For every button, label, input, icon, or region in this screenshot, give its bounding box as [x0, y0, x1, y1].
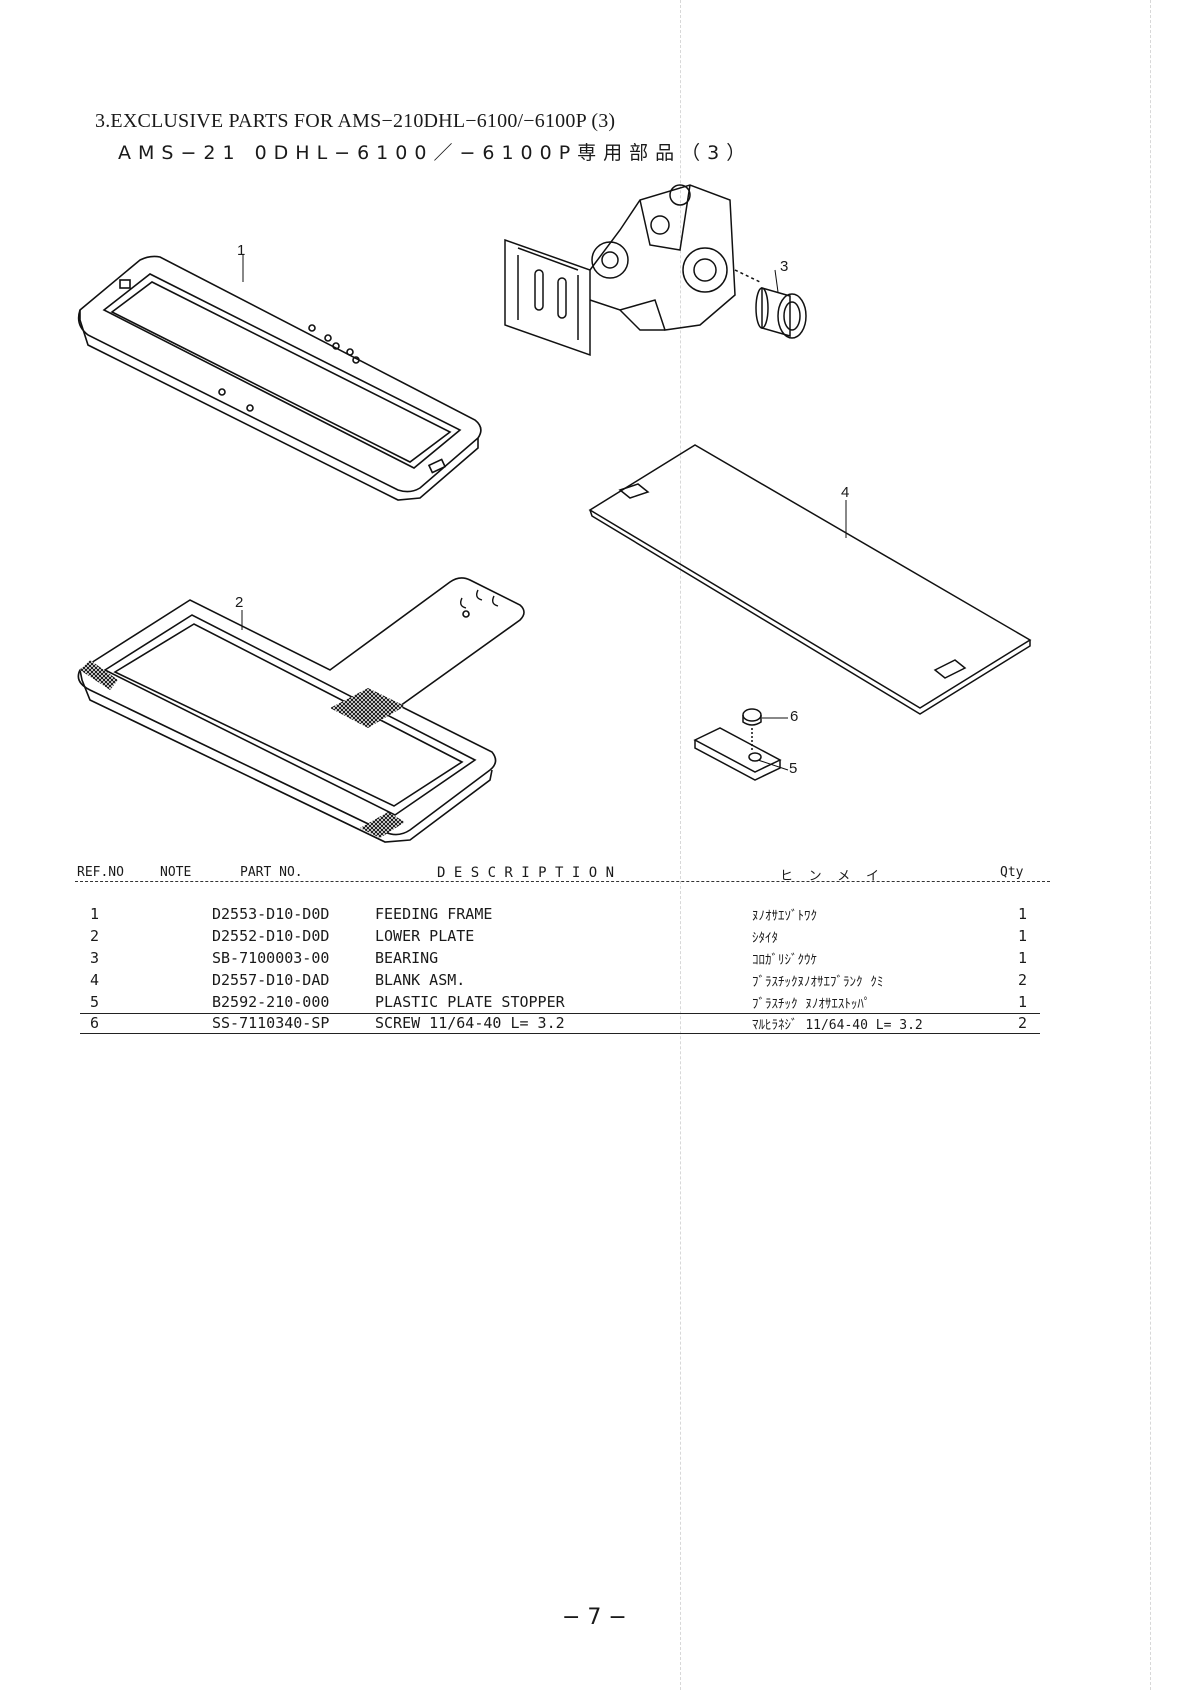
table-row-2-part: D2552-D10-D0D [212, 927, 330, 945]
table-row-4-part: D2557-D10-DAD [212, 971, 330, 989]
header-note: NOTE [160, 865, 192, 880]
table-row-3-description: BEARING [375, 949, 439, 967]
section-title-en: 3.EXCLUSIVE PARTS FOR AMS−210DHL−6100/−6… [95, 110, 616, 132]
blank-asm-drawing [588, 444, 1032, 715]
table-row-5-kana: ﾌﾞﾗｽﾁｯｸ ﾇﾉｵｻｴｽﾄｯﾊﾟ [752, 997, 871, 1012]
table-row-6-part: SS-7110340-SP [212, 1014, 330, 1032]
table-row-3-ref: 3 [90, 949, 100, 967]
table-row-1-description: FEEDING FRAME [375, 905, 493, 923]
table-row-4-kana: ﾌﾞﾗｽﾁｯｸﾇﾉｵｻｴﾌﾞﾗﾝｸ ｸﾐ [752, 975, 884, 990]
header-dashed-rule [75, 881, 1050, 882]
table-row-1-kana: ﾇﾉｵｻｴｿﾞﾄﾜｸ [752, 909, 817, 924]
scan-fold-line [1150, 0, 1151, 1690]
callout-2: 2 [235, 594, 244, 611]
header-description: D E S C R I P T I O N [437, 865, 615, 881]
table-row-2-ref: 2 [90, 927, 100, 945]
table-row-1-qty: 1 [1018, 905, 1028, 923]
scan-fold-line [680, 0, 681, 1690]
table-row-6-qty: 2 [1018, 1014, 1028, 1032]
header-ref-no: REF.NO [77, 865, 124, 880]
header-qty: Qty [1000, 865, 1024, 880]
table-row-2-kana: ｼﾀｲﾀ [752, 931, 778, 946]
table-row-5-description: PLASTIC PLATE STOPPER [375, 993, 565, 1011]
table-row-2-description: LOWER PLATE [375, 927, 475, 945]
table-row-4-description: BLANK ASM. [375, 971, 466, 989]
table-row-5-qty: 1 [1018, 993, 1028, 1011]
callout-3: 3 [780, 258, 789, 275]
bearing-drawing [755, 269, 807, 339]
table-row-6-ref: 6 [90, 1014, 100, 1032]
bracket-assembly-drawing [504, 184, 761, 357]
header-kana: ヒ ン メ イ [780, 869, 879, 884]
header-part-no: PART NO. [240, 865, 303, 880]
feeding-frame-drawing [77, 255, 482, 501]
stopper-and-screw-drawing [693, 708, 789, 781]
table-row-5-part: B2592-210-000 [212, 993, 330, 1011]
table-row-5-ref: 5 [90, 993, 100, 1011]
table-row-3-qty: 1 [1018, 949, 1028, 967]
parts-diagram [77, 184, 1032, 843]
callout-6: 6 [790, 708, 799, 725]
callout-1: 1 [237, 242, 246, 259]
section-title-jp: AMS−21 0DHL−6100／−6100P専用部品（3） [118, 142, 753, 164]
table-row-1-ref: 1 [90, 905, 100, 923]
page-number: − 7 − [562, 1605, 627, 1630]
lower-plate-drawing [77, 577, 525, 843]
table-rule [80, 1033, 1040, 1034]
table-row-6-kana: ﾏﾙﾋﾗﾈｼﾞ 11/64-40 L= 3.2 [752, 1018, 923, 1033]
table-rule [80, 1013, 1040, 1014]
callout-4: 4 [841, 484, 850, 501]
table-row-6-description: SCREW 11/64-40 L= 3.2 [375, 1014, 565, 1032]
table-row-3-part: SB-7100003-00 [212, 949, 330, 967]
table-row-1-part: D2553-D10-D0D [212, 905, 330, 923]
table-row-2-qty: 1 [1018, 927, 1028, 945]
table-row-3-kana: ｺﾛｶﾞﾘｼﾞｸｳｹ [752, 953, 817, 968]
table-row-4-qty: 2 [1018, 971, 1028, 989]
callout-5: 5 [789, 760, 798, 777]
table-row-4-ref: 4 [90, 971, 100, 989]
